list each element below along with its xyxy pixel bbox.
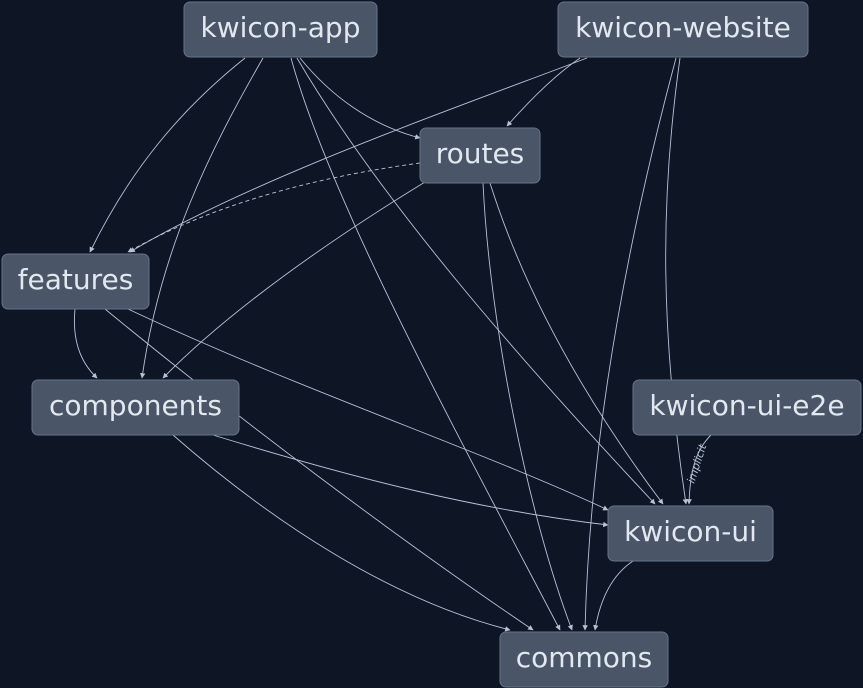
edge-kwicon-ui-commons [593, 560, 634, 631]
edge-kwicon-website-kwicon-ui [665, 57, 688, 505]
edge-kwicon-app-kwicon-ui [296, 57, 656, 505]
edge-routes-commons [482, 182, 573, 631]
node-label: kwicon-ui [624, 515, 757, 548]
node-kwicon-app[interactable]: kwicon-app [183, 1, 378, 58]
node-features[interactable]: features [1, 253, 150, 310]
node-label: kwicon-website [575, 11, 791, 44]
node-components[interactable]: components [31, 379, 240, 436]
edge-features-components [73, 308, 98, 379]
node-label: kwicon-ui-e2e [649, 389, 844, 422]
edge-components-commons [172, 434, 511, 632]
edge-routes-components [162, 181, 426, 379]
edge-features-kwicon-ui [127, 308, 609, 511]
edge-kwicon-app-routes [299, 57, 421, 140]
edge-kwicon-website-routes [506, 57, 581, 127]
edge-label-implicit: implicit [684, 442, 709, 485]
node-kwicon-ui-e2e[interactable]: kwicon-ui-e2e [632, 379, 862, 436]
edge-kwicon-website-commons [582, 57, 677, 631]
edge-routes-kwicon-ui [489, 182, 664, 505]
node-kwicon-ui[interactable]: kwicon-ui [607, 505, 774, 562]
node-kwicon-website[interactable]: kwicon-website [557, 1, 809, 58]
node-label: features [18, 263, 134, 296]
edge-kwicon-ui-e2e-kwicon-ui [686, 434, 712, 505]
edge-routes-features [127, 162, 421, 253]
edge-features-commons [104, 308, 534, 631]
node-label: commons [516, 641, 653, 674]
node-commons[interactable]: commons [499, 631, 669, 688]
node-label: components [49, 389, 222, 422]
edge-kwicon-website-features [129, 57, 588, 253]
node-routes[interactable]: routes [419, 127, 541, 184]
node-label: routes [436, 137, 525, 170]
node-label: kwicon-app [201, 11, 361, 44]
edge-kwicon-app-commons [290, 57, 561, 631]
edge-kwicon-app-features [89, 57, 246, 253]
edge-components-kwicon-ui [212, 434, 609, 528]
edge-kwicon-app-components [140, 57, 264, 379]
edges-layer: implicit [73, 57, 712, 632]
